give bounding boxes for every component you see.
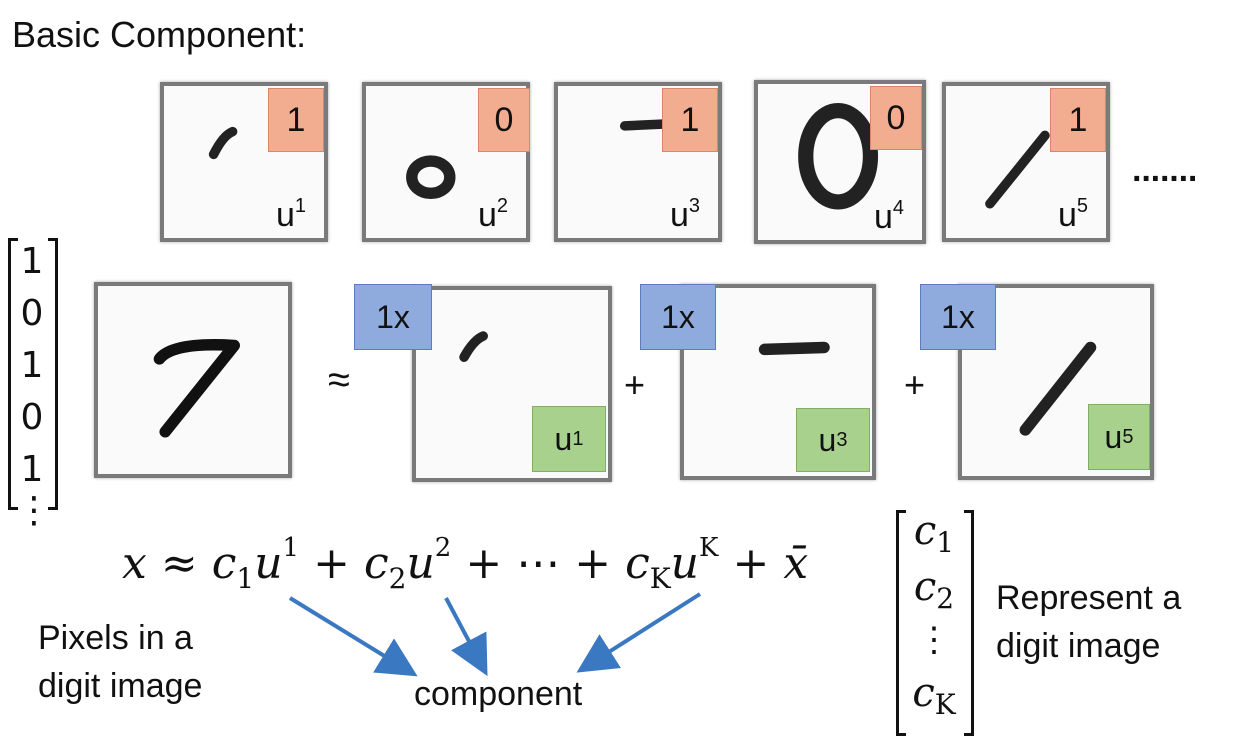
component-label: u5 bbox=[1058, 195, 1089, 234]
binary-vector: 1 0 1 0 1 ⋮ bbox=[16, 236, 52, 531]
component-badge: 0 bbox=[478, 88, 530, 152]
arrow bbox=[444, 597, 488, 677]
component-label: u1 bbox=[276, 195, 307, 234]
component-label-text: component bbox=[414, 675, 583, 713]
component-label: u4 bbox=[874, 197, 905, 236]
vector-entry: 0 bbox=[20, 293, 44, 334]
component-tile-u1: 1 u1 bbox=[160, 82, 328, 242]
digit-image bbox=[758, 341, 830, 356]
component-label: u3 bbox=[670, 195, 701, 234]
pixels-label: Pixels in a digit image bbox=[38, 619, 203, 705]
approx-symbol: ≈ bbox=[328, 358, 350, 402]
represent-label: Represent a digit image bbox=[996, 579, 1182, 665]
digit-image bbox=[406, 155, 456, 200]
component-tile-u4: 0 u4 bbox=[754, 80, 926, 244]
plus-symbol: + bbox=[624, 364, 646, 405]
pca-equation: x ≈ c1u1 + c2u2 + ⋯ + cKuK + x̄ bbox=[122, 533, 809, 595]
component-badge: 1 bbox=[662, 88, 718, 152]
weight-badge: 1x bbox=[640, 284, 716, 350]
component-badge: 1 bbox=[268, 88, 324, 152]
vector-entry: ⋮ bbox=[16, 490, 52, 531]
weight-badge: 1x bbox=[354, 284, 432, 350]
vector-entry: 0 bbox=[20, 397, 44, 438]
c-entry: ⋮ bbox=[917, 620, 951, 660]
c-entry: cK bbox=[912, 670, 956, 721]
vector-entry: 1 bbox=[20, 449, 44, 490]
arrow bbox=[288, 596, 418, 677]
digit-image bbox=[459, 331, 489, 362]
digit-image bbox=[985, 130, 1050, 209]
component-badge: 0 bbox=[870, 86, 922, 150]
component-badge: 1 bbox=[1050, 88, 1106, 152]
plus-symbol: + bbox=[904, 364, 926, 405]
c-entry: c1 bbox=[913, 508, 955, 559]
component-tile-u3: 1 u3 bbox=[554, 82, 722, 242]
digit-image bbox=[798, 103, 879, 210]
c-entry: c2 bbox=[913, 564, 955, 615]
digit-image bbox=[208, 126, 238, 160]
c-vector-left-bracket bbox=[896, 510, 906, 736]
vector-right-bracket bbox=[48, 238, 58, 510]
digit-image bbox=[153, 339, 240, 438]
c-vector-right-bracket bbox=[964, 510, 974, 736]
digit-seven-image bbox=[94, 282, 292, 478]
c-vector: c1 c2 ⋮ cK bbox=[904, 508, 964, 726]
digit-image bbox=[619, 119, 670, 131]
arrow bbox=[576, 592, 702, 673]
weight-badge: 1x bbox=[920, 284, 996, 350]
vector-left-bracket bbox=[8, 238, 18, 510]
vector-entry: 1 bbox=[20, 345, 44, 386]
component-label: u2 bbox=[478, 195, 509, 234]
component-tile-u2: 0 u2 bbox=[362, 82, 530, 242]
digit-image bbox=[1019, 341, 1097, 436]
component-tile-u5: 1 u5 bbox=[942, 82, 1110, 242]
more-components-ellipsis: ······· bbox=[1132, 160, 1199, 198]
vector-entry: 1 bbox=[20, 241, 44, 282]
diagram-title: Basic Component: bbox=[12, 14, 307, 55]
